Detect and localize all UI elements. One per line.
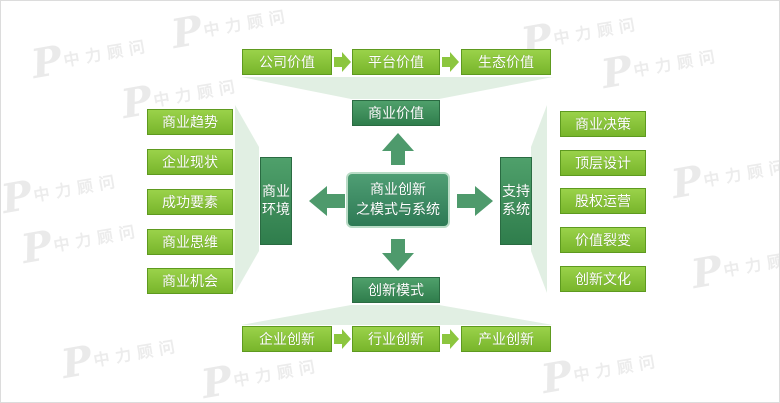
node-center: 商业创新之模式与系统 bbox=[346, 172, 450, 228]
left-funnel bbox=[235, 105, 259, 293]
node-business-opportunity: 商业机会 bbox=[147, 268, 233, 294]
node-platform-value: 平台价值 bbox=[352, 49, 440, 75]
arrow-right-icon bbox=[334, 52, 351, 72]
bottom-funnel bbox=[241, 305, 553, 325]
node-innovation-mode: 创新模式 bbox=[352, 277, 440, 303]
arrow-left-icon bbox=[309, 186, 345, 216]
node-business-thinking: 商业思维 bbox=[147, 229, 233, 255]
node-business-value: 商业价值 bbox=[352, 100, 440, 126]
node-business-environment: 商业环境 bbox=[260, 157, 292, 245]
arrow-up-icon bbox=[382, 133, 414, 165]
node-business-decision: 商业决策 bbox=[560, 111, 646, 137]
node-value-fission: 价值裂变 bbox=[560, 227, 646, 253]
node-enterprise-status: 企业现状 bbox=[147, 149, 233, 175]
arrow-right-icon bbox=[457, 186, 493, 216]
right-funnel bbox=[531, 105, 547, 293]
node-top-level-design: 顶层设计 bbox=[560, 150, 646, 176]
arrow-right-icon bbox=[442, 52, 459, 72]
node-enterprise-innovation: 企业创新 bbox=[242, 326, 332, 352]
arrow-down-icon bbox=[382, 239, 414, 271]
node-innovation-culture: 创新文化 bbox=[560, 266, 646, 292]
node-equity-operation: 股权运营 bbox=[560, 188, 646, 214]
top-funnel bbox=[241, 77, 553, 99]
arrow-right-icon bbox=[334, 329, 351, 349]
node-business-trend: 商业趋势 bbox=[147, 109, 233, 135]
arrow-right-icon bbox=[442, 329, 459, 349]
node-ecosystem-value: 生态价值 bbox=[461, 49, 551, 75]
node-sector-innovation: 产业创新 bbox=[461, 326, 551, 352]
node-support-system: 支持系统 bbox=[500, 157, 532, 245]
node-success-factors: 成功要素 bbox=[147, 189, 233, 215]
node-company-value: 公司价值 bbox=[242, 49, 332, 75]
node-industry-innovation: 行业创新 bbox=[352, 326, 440, 352]
